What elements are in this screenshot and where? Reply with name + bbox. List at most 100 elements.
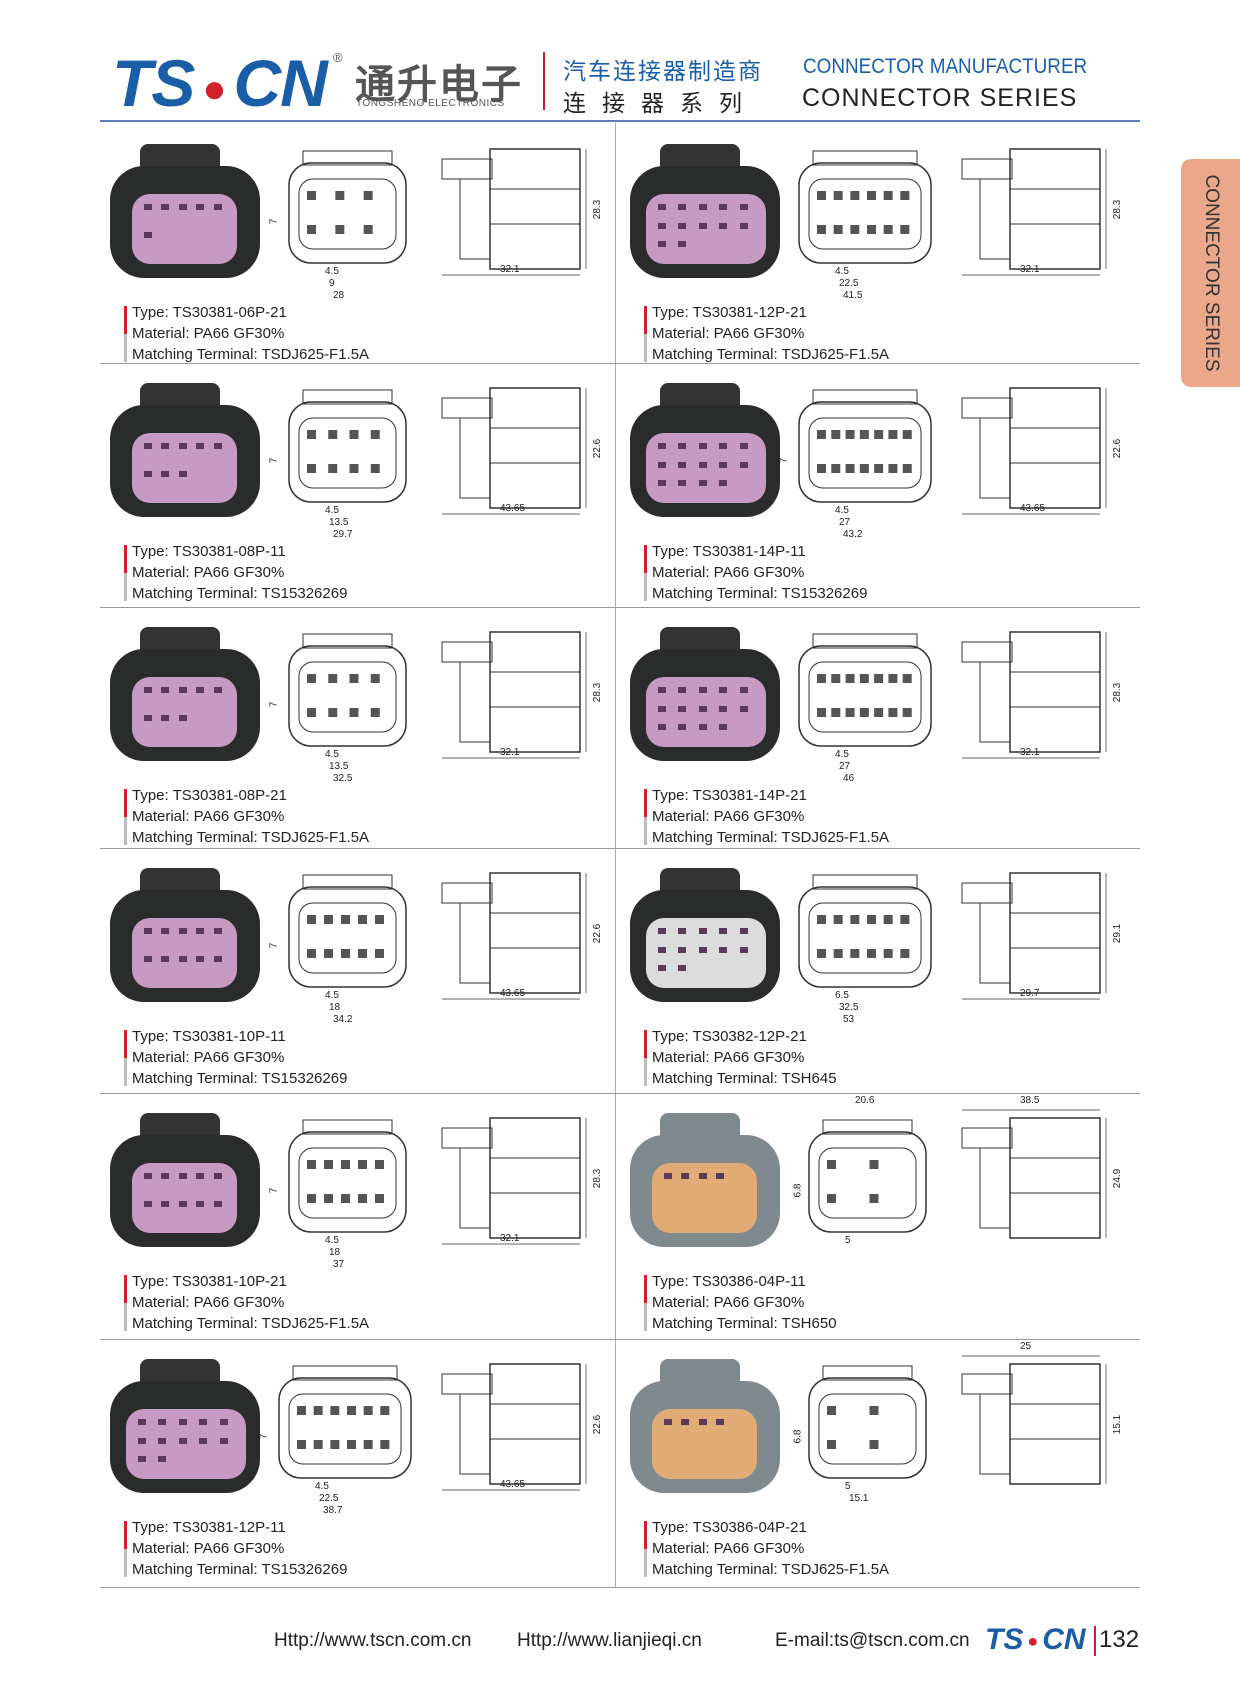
dim-front-bottom: 32.5 (333, 773, 353, 784)
product-terminal: Matching Terminal: TSDJ625-F1.5A (132, 829, 370, 846)
dim-front-bottom: 32.5 (839, 1002, 859, 1013)
dim-front-bottom: 4.5 (835, 749, 849, 760)
product-info: Type: TS30381-14P-11 Material: PA66 GF30… (644, 541, 867, 604)
product-terminal: Matching Terminal: TSH645 (652, 1070, 837, 1087)
side-view-drawing (441, 1363, 587, 1491)
product-info: Type: TS30386-04P-21 Material: PA66 GF30… (644, 1517, 889, 1580)
product-terminal: Matching Terminal: TSDJ625-F1.5A (652, 829, 890, 846)
product-material: Material: PA66 GF30% (652, 1540, 805, 1557)
dim-front-vertical: 7 (258, 1433, 270, 1440)
dim-front-bottom: 53 (843, 1014, 855, 1025)
product-info: Type: TS30381-12P-21 Material: PA66 GF30… (644, 302, 889, 365)
page-number: 132 (1099, 1626, 1140, 1653)
info-accent-bar (644, 1521, 647, 1577)
connector-photo (110, 868, 260, 1003)
product-material: Material: PA66 GF30% (652, 808, 805, 825)
dim-side-width: 29.7 (1020, 988, 1040, 999)
info-accent-bar (644, 306, 647, 362)
dim-side-width: 32.1 (500, 747, 520, 758)
dim-front-bottom: 18 (329, 1247, 341, 1258)
dim-front-bottom: 41.5 (843, 290, 863, 301)
dim-front-top: 20.6 (855, 1095, 875, 1106)
side-tab-label: CONNECTOR SERIES (1200, 174, 1222, 372)
side-view-drawing (441, 872, 587, 1000)
logo-cn: CN (233, 46, 328, 120)
info-accent-bar (124, 1030, 127, 1086)
dim-front-bottom: 5 (845, 1481, 851, 1492)
footer-logo: TS●CN (985, 1623, 1086, 1656)
dim-front-bottom: 4.5 (325, 505, 339, 516)
front-view-drawing (808, 1365, 927, 1479)
product-type: Type: TS30386-04P-21 (652, 1519, 807, 1536)
dim-front-vertical: 7 (778, 457, 790, 464)
header-rule (100, 120, 1140, 122)
front-view-drawing (808, 1119, 927, 1233)
footer-url-lianjieqi[interactable]: Http://www.lianjieqi.cn (517, 1630, 702, 1651)
logo-text: TS●CN (112, 46, 328, 120)
product-info: Type: TS30386-04P-11 Material: PA66 GF30… (644, 1271, 837, 1334)
product-material: Material: PA66 GF30% (132, 808, 285, 825)
dim-side-height: 28.3 (592, 682, 604, 703)
side-tab-connector-series[interactable]: CONNECTOR SERIES (1181, 159, 1240, 387)
connector-photo (630, 1359, 780, 1494)
company-name-en: TONGSHENG ELECTRONICS (356, 98, 505, 109)
row-divider (100, 607, 1140, 608)
dim-side-height: 28.3 (592, 199, 604, 220)
dim-front-bottom: 4.5 (835, 266, 849, 277)
side-view-drawing (441, 631, 587, 759)
product-material: Material: PA66 GF30% (132, 1540, 285, 1557)
product-info: Type: TS30381-10P-21 Material: PA66 GF30… (124, 1271, 369, 1334)
product-type: Type: TS30381-08P-11 (132, 543, 286, 560)
product-material: Material: PA66 GF30% (652, 1294, 805, 1311)
side-view-drawing (961, 148, 1107, 276)
product-type: Type: TS30381-14P-21 (652, 787, 807, 804)
row-divider (100, 1587, 1140, 1588)
product-info: Type: TS30381-06P-21 Material: PA66 GF30… (124, 302, 369, 365)
connector-photo (110, 1113, 260, 1248)
row-divider (100, 1339, 1140, 1340)
side-view-drawing (441, 1117, 587, 1245)
dim-front-bottom: 46 (843, 773, 855, 784)
dim-side-height: 24.9 (1112, 1168, 1124, 1189)
dim-front-bottom: 27 (839, 761, 851, 772)
tagline-cn: 汽车连接器制造商 (563, 59, 763, 85)
dim-side-height: 15.1 (1112, 1414, 1124, 1435)
dim-side-height: 28.3 (592, 1168, 604, 1189)
footer-email[interactable]: E-mail:ts@tscn.com.cn (775, 1630, 970, 1651)
company-name-cn: 通升电子 (355, 62, 523, 108)
connector-photo (630, 1113, 780, 1248)
info-accent-bar (644, 545, 647, 601)
side-view-drawing (961, 631, 1107, 759)
product-info: Type: TS30381-12P-11 Material: PA66 GF30… (124, 1517, 347, 1580)
connector-photo (630, 627, 780, 762)
dim-side-top: 38.5 (1020, 1095, 1040, 1106)
dim-front-bottom: 38.7 (323, 1505, 343, 1516)
side-view-drawing (961, 872, 1107, 1000)
dim-side-width: 43.65 (500, 1479, 526, 1490)
dim-front-bottom: 22.5 (839, 278, 859, 289)
row-divider (100, 1093, 1140, 1094)
connector-photo (630, 144, 780, 279)
front-view-drawing (288, 389, 407, 503)
info-accent-bar (644, 789, 647, 845)
dim-side-height: 22.6 (592, 923, 604, 944)
front-view-drawing (798, 389, 932, 503)
dim-side-height: 29.1 (1112, 923, 1124, 944)
product-info: Type: TS30381-08P-21 Material: PA66 GF30… (124, 785, 370, 848)
product-material: Material: PA66 GF30% (652, 564, 805, 581)
dim-front-bottom: 4.5 (325, 749, 339, 760)
product-type: Type: TS30381-06P-21 (132, 304, 287, 321)
product-material: Material: PA66 GF30% (132, 564, 285, 581)
footer-url-tscn[interactable]: Http://www.tscn.com.cn (274, 1630, 472, 1651)
dim-front-bottom: 22.5 (319, 1493, 339, 1504)
product-info: Type: TS30381-08P-11 Material: PA66 GF30… (124, 541, 347, 604)
dim-front-vertical: 7 (268, 701, 280, 708)
